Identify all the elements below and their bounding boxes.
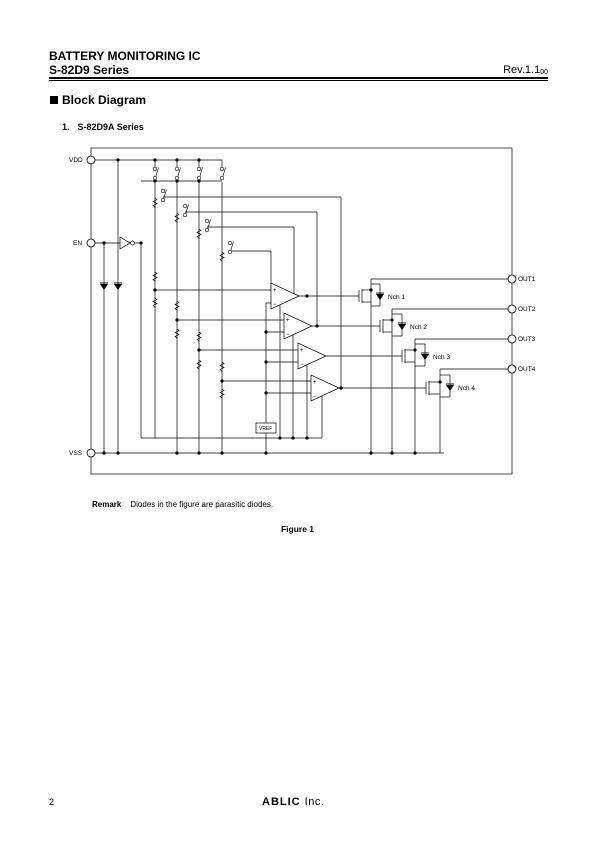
subsection-heading: 1. S-82D9A Series [62, 122, 144, 132]
figure-caption: Figure 1 [280, 524, 315, 534]
header-rule-thin [49, 80, 548, 81]
section-title: Block Diagram [62, 93, 147, 107]
svg-text:−: − [300, 362, 304, 368]
svg-text:+: + [313, 380, 317, 386]
subsection-number: 1. [62, 122, 70, 132]
logo-main: ABLIC [262, 796, 301, 808]
pin-label-out1: OUT1 [518, 276, 536, 283]
document-title: BATTERY MONITORING IC [49, 49, 201, 63]
pin-label-vss: VSS [69, 450, 83, 457]
nch1-label: Nch 1 [388, 294, 405, 301]
company-logo: ABLIC Inc. [262, 796, 324, 808]
cell-switches [152, 166, 234, 255]
pin-label-out2: OUT2 [518, 306, 536, 313]
revision-number: Rev.1.1 [503, 64, 541, 76]
pin-label-out4: OUT4 [518, 366, 536, 373]
pins [86, 155, 517, 458]
remark: Remark Diodes in the figure are parasitic… [92, 500, 273, 509]
logo-inc: Inc. [304, 796, 325, 808]
document-series: S-82D9 Series [49, 63, 130, 77]
svg-text:+: + [273, 288, 277, 294]
square-bullet-icon [50, 96, 58, 104]
comparators [270, 282, 340, 402]
nch2-label: Nch 2 [410, 324, 427, 331]
svg-text:−: − [313, 394, 317, 400]
vref-source [255, 422, 277, 434]
revision-label: Rev.1.100 [503, 64, 548, 76]
enable-inverter [119, 236, 135, 250]
svg-text:−: − [286, 332, 290, 338]
nch4-label: Nch 4 [458, 385, 475, 392]
section-heading: Block Diagram [50, 93, 146, 107]
resistor-ladder [152, 197, 225, 400]
page-number: 2 [49, 797, 55, 807]
vref-label: VREF [259, 426, 272, 432]
svg-text:+: + [300, 348, 304, 354]
pin-label-vdd: VDD [69, 157, 83, 164]
svg-text:−: − [273, 302, 277, 308]
pin-label-en: EN [73, 240, 82, 247]
nch3-label: Nch 3 [433, 354, 450, 361]
junction-dots [102, 158, 442, 455]
header-rule-thick [49, 77, 548, 79]
revision-subscript: 00 [540, 69, 548, 76]
subsection-title: S-82D9A Series [77, 122, 144, 132]
svg-text:+: + [286, 318, 290, 324]
pin-label-out3: OUT3 [518, 336, 536, 343]
remark-text: Diodes in the figure are parasitic diode… [130, 500, 274, 509]
remark-label: Remark [92, 500, 122, 509]
